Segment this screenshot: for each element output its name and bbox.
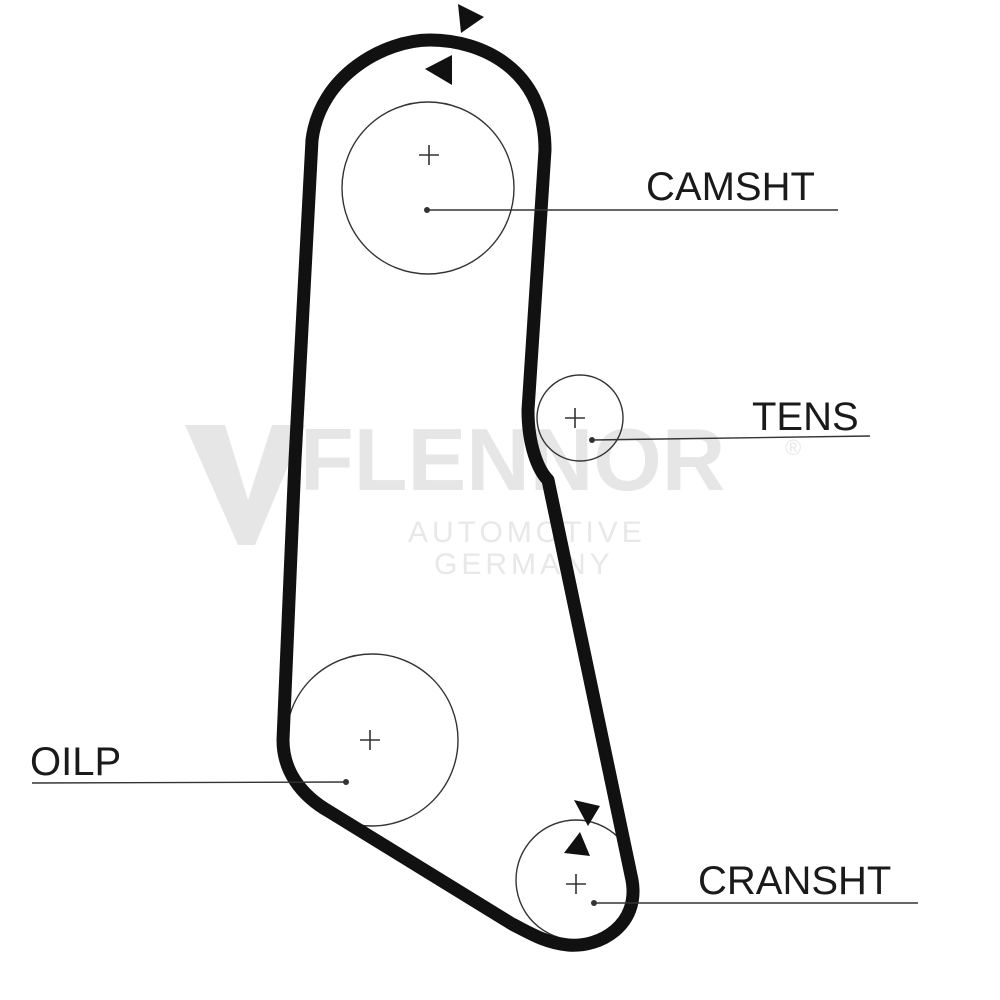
- tensioner-center-cross: [565, 408, 585, 428]
- camshaft-timing-mark-icon: [425, 4, 484, 85]
- oil-pump-leader: [31, 779, 349, 785]
- oil-pump-label: OILP: [30, 740, 121, 784]
- camshaft-label: CAMSHT: [646, 165, 815, 209]
- watermark-line1: AUTOMOTIVE: [408, 516, 646, 549]
- oil-pump-center-cross: [360, 730, 380, 750]
- camshaft-leader: [424, 207, 838, 213]
- crankshaft-center-cross: [566, 874, 586, 894]
- timing-belt: [276, 33, 640, 952]
- crankshaft-label: CRANSHT: [698, 859, 891, 903]
- watermark-line2: GERMANY: [434, 548, 614, 581]
- watermark-brand: FLENNOR: [300, 410, 725, 509]
- tensioner-leader: [589, 435, 871, 443]
- crankshaft-leader: [591, 900, 918, 906]
- camshaft-center-cross: [419, 145, 439, 165]
- watermark-registered: ®: [785, 435, 805, 460]
- tensioner-pulley: [536, 374, 624, 462]
- watermark: FLENNOR ® AUTOMOTIVE GERMANY: [185, 410, 805, 581]
- tensioner-label: TENS: [752, 395, 859, 439]
- watermark-logo-icon: [185, 425, 305, 545]
- crankshaft-timing-mark-icon: [564, 800, 600, 856]
- camshaft-pulley: [341, 101, 515, 275]
